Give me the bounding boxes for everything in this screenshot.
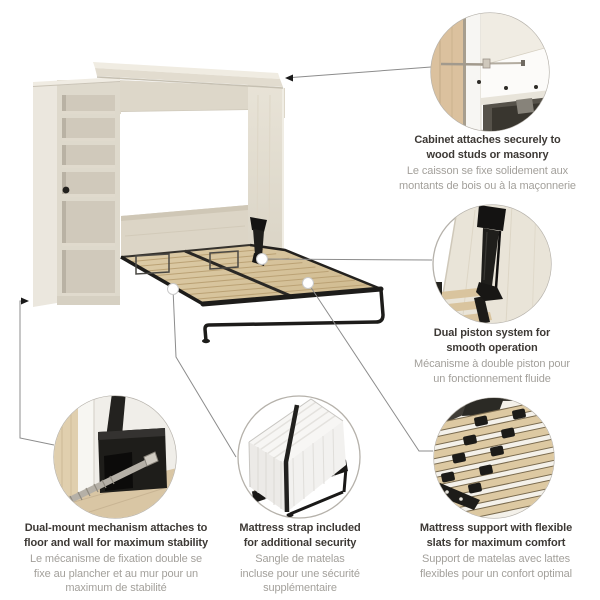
callout-slats-line1: Mattress support with flexible (419, 522, 573, 534)
callout-mount-fr2: fixe au plancher et au mur pour un (33, 567, 199, 580)
piston-detail (476, 205, 506, 301)
mattress-corner (248, 398, 346, 512)
callout-lines (19, 66, 433, 458)
callout-mount-line1: Dual-mount mechanism attaches to (24, 522, 208, 534)
callout-cabinet-anchor: Cabinet attaches securely to wood studs … (375, 133, 600, 193)
mattress-retainer-brackets (135, 250, 239, 275)
callout-arrows (21, 74, 293, 305)
callout-piston-fr2: un fonctionnement fluide (433, 372, 551, 385)
detail-circle-piston (432, 204, 552, 324)
bookcase-shelves (62, 95, 115, 296)
callout-cabinet-fr1: Le caisson se fixe solidement aux (406, 165, 569, 177)
detail-circle-flexible-slats (433, 397, 555, 519)
bookcase (32, 77, 121, 307)
callout-piston-fr1: Mécanisme à double piston pour (414, 358, 570, 370)
callout-anchor-dots (167, 253, 314, 295)
mattress-strap (283, 404, 300, 513)
callout-strap-fr3: supplémentaire (263, 582, 337, 594)
anchor-screw (440, 58, 525, 69)
callout-piston-line2: smooth operation (446, 341, 538, 354)
callout-mattress-strap: Mattress strap included for additional s… (214, 521, 386, 596)
bed-deck (120, 243, 385, 344)
bookcase-side-panel (33, 82, 57, 307)
callout-strap-line2: for additional security (243, 536, 357, 549)
cam-lock-knob (62, 186, 70, 194)
detail-circle-cabinet-anchor (430, 12, 550, 132)
callout-dual-mount: Dual-mount mechanism attaches to floor a… (6, 521, 226, 596)
callout-slats-line2: slats for maximum comfort (426, 536, 566, 549)
callout-mount-fr3: maximum de stabilité (65, 582, 167, 594)
callout-piston: Dual piston system for smooth operation … (382, 326, 600, 386)
callout-cabinet-line2: wood studs or masonry (426, 148, 549, 161)
callout-strap-line1: Mattress strap included (239, 522, 361, 534)
center-support-rail (184, 249, 293, 298)
callout-slats-fr2: flexibles pour un confort optimal (419, 567, 572, 580)
callout-cabinet-fr2: montants de bois ou à la maçonnerie (399, 179, 576, 192)
detail-circle-mattress-strap (237, 395, 361, 519)
callout-mount-fr1: Le mécanisme de fixation double se (29, 553, 203, 565)
callout-slats-fr1: Support de matelas avec lattes (421, 553, 571, 565)
callout-mount-line2: floor and wall for maximum stability (23, 536, 209, 549)
callout-strap-fr1: Sangle de matelas (255, 553, 345, 565)
callout-piston-line1: Dual piston system for (433, 327, 551, 339)
callout-strap-fr2: incluse pour une sécurité (240, 567, 360, 580)
crown-molding (93, 62, 284, 89)
callout-cabinet-line1: Cabinet attaches securely to (414, 134, 561, 146)
callout-flexible-slats: Mattress support with flexible slats for… (396, 521, 596, 581)
lag-bolt (60, 451, 159, 508)
detail-circle-dual-mount (53, 395, 177, 519)
bed-leg-bar (203, 288, 385, 343)
